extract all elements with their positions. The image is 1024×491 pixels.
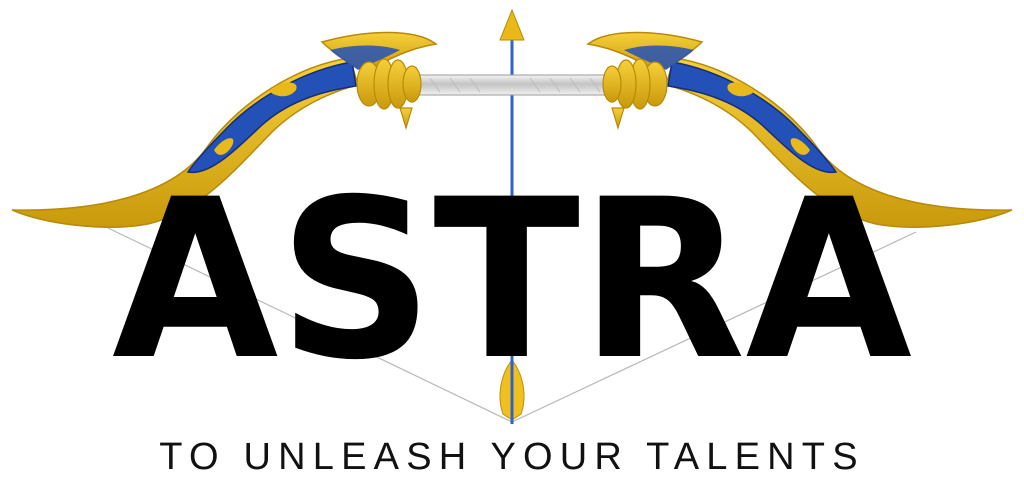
bow-right-limb <box>586 31 1013 228</box>
wordmark: ASTRA <box>112 152 912 408</box>
bow-left-collar <box>356 58 422 131</box>
arrow <box>499 8 525 424</box>
bow-left-limb <box>11 31 438 228</box>
bow-string <box>107 227 917 423</box>
bow-grip <box>414 74 610 96</box>
tagline: TO UNLEASH YOUR TALENTS <box>159 436 865 478</box>
arrowhead-icon <box>499 8 525 41</box>
bow-right-collar <box>602 58 668 131</box>
